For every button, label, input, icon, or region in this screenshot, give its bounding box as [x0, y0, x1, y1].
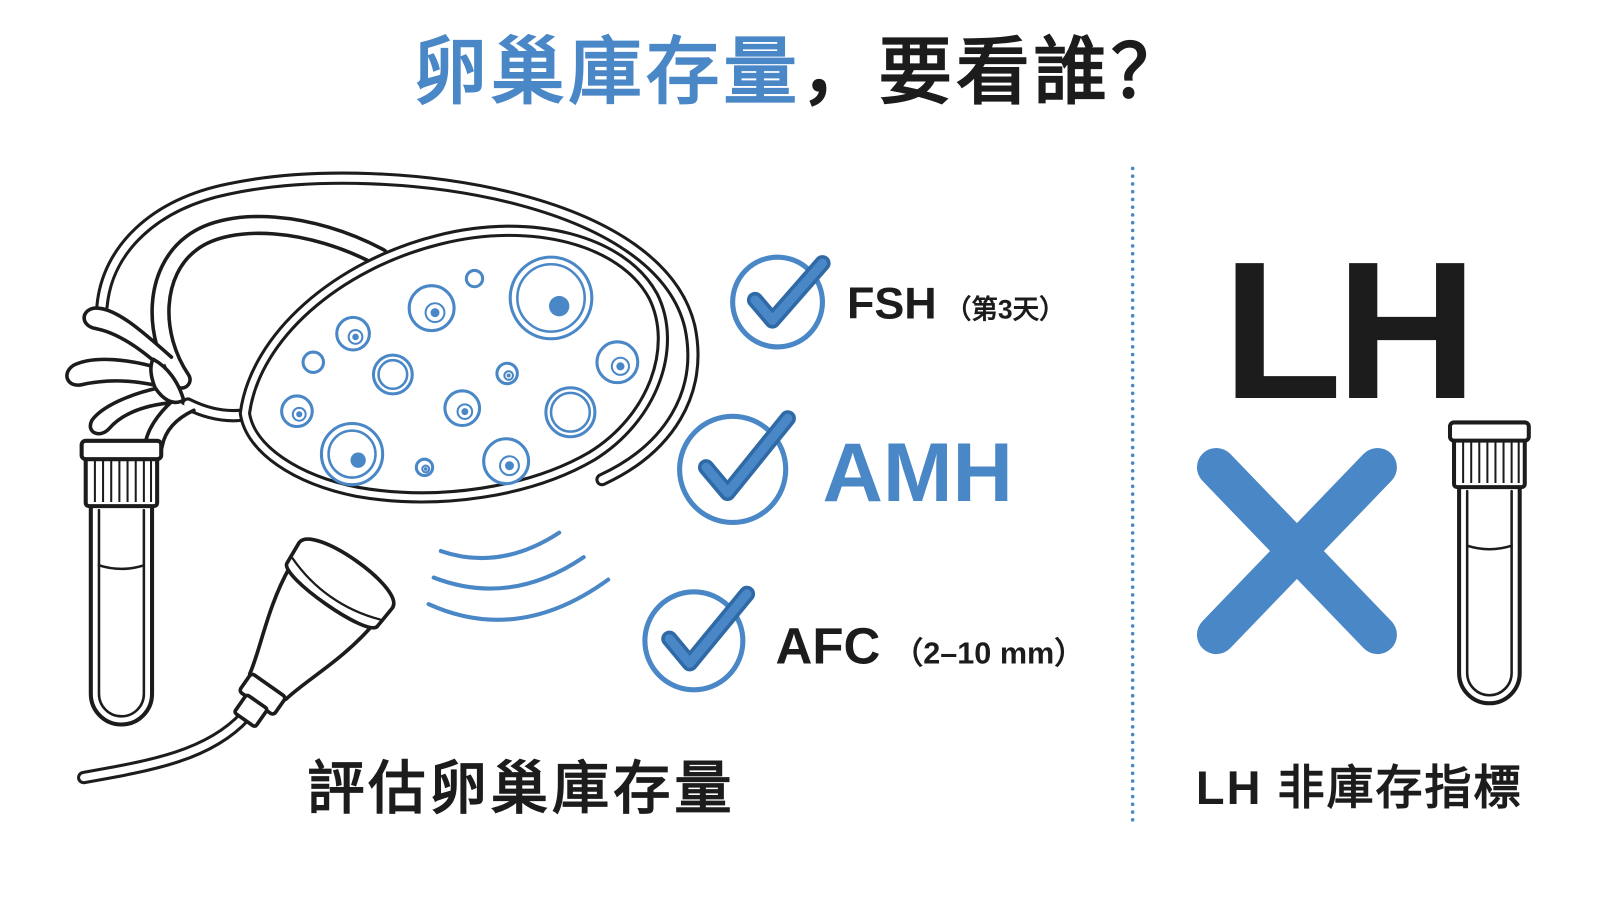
tube-liquid-level	[97, 564, 146, 571]
check-circle-icon	[677, 410, 796, 525]
check-circle-icon	[730, 254, 831, 350]
right-caption: LH 非庫存指標	[1196, 762, 1523, 814]
page-title: 卵巢庫存量，要看誰？	[413, 30, 1188, 113]
checklist-note-fsh: （第3天）	[945, 294, 1066, 324]
follicle	[482, 437, 531, 486]
follicle	[371, 353, 414, 396]
follicle	[464, 268, 485, 289]
follicle	[508, 255, 594, 341]
ultrasound-probe-icon	[77, 537, 396, 785]
lh-marker: LH	[1222, 221, 1471, 440]
checklist-text-afc: AFC （2–10 mm）	[776, 617, 1085, 674]
probe-cable	[77, 709, 252, 785]
tube-liquid-level	[1465, 544, 1513, 551]
follicle	[319, 421, 385, 487]
fimbriae	[65, 306, 196, 458]
title-question: ，要看誰？	[801, 30, 1189, 113]
follicle	[595, 340, 640, 385]
left-caption: 評估卵巢庫存量	[307, 757, 735, 821]
probe-strain-relief	[233, 693, 269, 728]
follicle	[443, 389, 482, 428]
checklist-item-fsh: FSH （第3天）	[730, 254, 1066, 350]
checklist-text-fsh: FSH （第3天）	[847, 277, 1066, 328]
follicle	[414, 457, 435, 478]
ultrasound-waves-icon	[426, 530, 611, 622]
checklist-item-amh: AMH	[677, 410, 1013, 525]
title-highlight: 卵巢庫存量	[413, 30, 801, 113]
ovary-envelope	[95, 171, 700, 487]
test-tube-icon	[1447, 420, 1531, 706]
checklist-label-fsh: FSH	[847, 277, 937, 328]
test-tube-icon	[79, 438, 164, 727]
follicle	[544, 386, 597, 439]
follicle	[335, 315, 371, 352]
check-circle-icon	[642, 585, 756, 693]
checklist: FSH （第3天） AMH AFC （2–10 mm）	[642, 254, 1085, 693]
follicle	[407, 284, 456, 333]
probe-head	[285, 537, 396, 630]
checklist-note-afc: （2–10 mm）	[893, 636, 1085, 670]
checklist-label-amh: AMH	[822, 425, 1013, 519]
follicle	[301, 350, 325, 374]
follicle	[495, 361, 519, 386]
cross-icon	[1196, 447, 1397, 655]
checklist-label-afc: AFC	[776, 617, 881, 674]
ovary	[238, 224, 669, 504]
follicle	[280, 394, 314, 429]
follicle-group	[280, 255, 640, 487]
checklist-item-afc: AFC （2–10 mm）	[642, 585, 1085, 693]
